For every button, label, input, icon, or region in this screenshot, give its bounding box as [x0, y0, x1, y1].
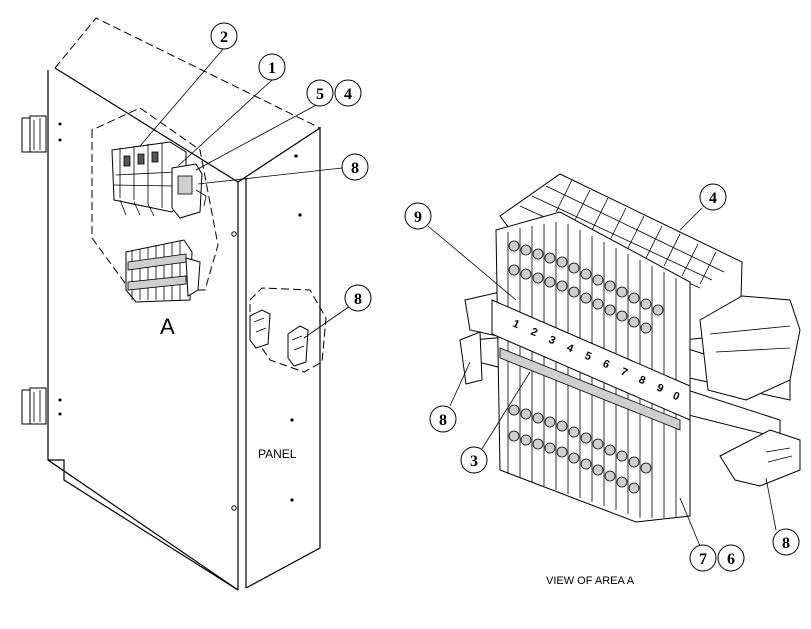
cabinet-top-front-edge: [54, 67, 239, 183]
callout-left-5: 5: [306, 79, 334, 107]
svg-text:3: 3: [547, 334, 557, 347]
callout-left-8a: 8: [341, 153, 369, 181]
circuit-breakers: [111, 141, 187, 217]
jumper-bar: [499, 347, 681, 431]
callout-right-8b: 8: [772, 528, 800, 556]
hinge-icon: [21, 387, 62, 425]
area-a-detail: 1 2 3 4 5 6 7 8 9 0: [459, 173, 801, 523]
door-latch: [231, 231, 237, 237]
terminal-block-strip: [125, 239, 201, 303]
area-label: A: [160, 314, 175, 339]
svg-text:4: 4: [344, 86, 352, 103]
marker-strip: [491, 299, 691, 421]
svg-text:1: 1: [268, 60, 276, 77]
leader-lines-right: [427, 207, 777, 547]
svg-text:7: 7: [619, 366, 629, 379]
end-bracket: [699, 295, 801, 401]
svg-text:3: 3: [470, 453, 478, 470]
end-clamp: [171, 163, 207, 219]
door-latch: [231, 505, 237, 511]
callout-left-2: 2: [210, 22, 238, 50]
svg-text:1: 1: [511, 318, 521, 331]
callout-left-4: 4: [334, 79, 362, 107]
view-caption: VIEW OF AREA A: [546, 575, 635, 587]
svg-text:8: 8: [354, 291, 362, 308]
callout-right-3: 3: [460, 446, 488, 474]
svg-text:8: 8: [439, 412, 447, 429]
svg-text:9: 9: [655, 382, 665, 395]
svg-text:2: 2: [220, 29, 228, 46]
callout-left-8b: 8: [344, 284, 372, 312]
marker-strip-digits: 1 2 3 4 5 6 7 8 9 0: [511, 318, 681, 403]
svg-text:6: 6: [601, 358, 611, 371]
terminal-screw-holes: [508, 240, 664, 494]
callout-right-6: 6: [717, 544, 745, 572]
hinge-icon: [21, 115, 62, 153]
leader-lines-left: [139, 47, 351, 339]
svg-text:4: 4: [565, 342, 576, 356]
callout-right-9: 9: [404, 202, 432, 230]
svg-text:5: 5: [316, 86, 324, 103]
svg-text:8: 8: [782, 535, 790, 552]
svg-text:9: 9: [414, 209, 422, 226]
callout-right-4: 4: [699, 183, 727, 211]
cabinet: [47, 17, 322, 591]
svg-text:6: 6: [727, 551, 735, 568]
panel-label: PANEL: [258, 447, 297, 461]
svg-text:4: 4: [709, 190, 717, 207]
din-clip: [249, 287, 327, 373]
svg-text:8: 8: [637, 374, 647, 387]
svg-text:2: 2: [529, 326, 539, 339]
callout-right-7: 7: [689, 544, 717, 572]
cabinet-side: [237, 126, 321, 589]
callout-right-8a: 8: [429, 405, 457, 433]
svg-text:5: 5: [583, 350, 593, 363]
svg-text:7: 7: [699, 551, 707, 568]
callout-left-1: 1: [258, 53, 286, 81]
area-a-outline: [91, 107, 219, 291]
svg-text:0: 0: [671, 390, 681, 403]
svg-text:8: 8: [351, 160, 359, 177]
